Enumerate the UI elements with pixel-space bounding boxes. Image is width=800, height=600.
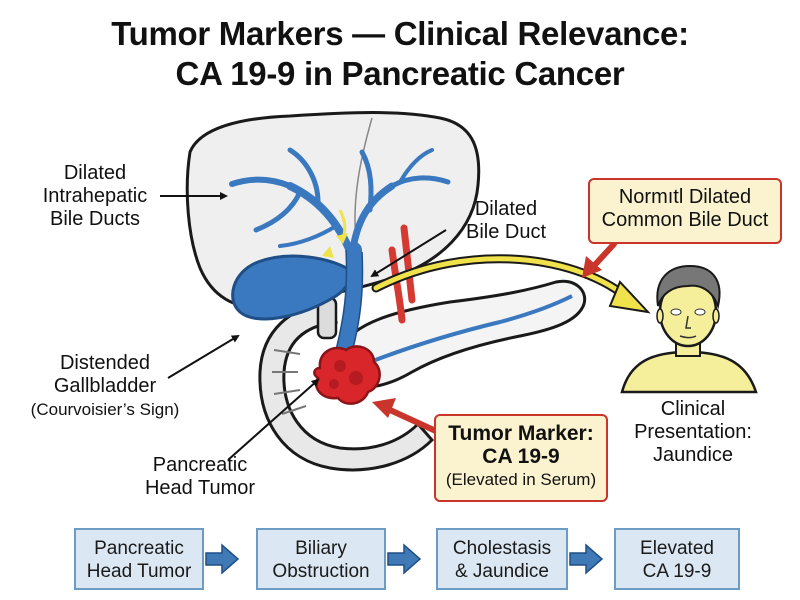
marker-title: Tumor Marker: [448, 422, 594, 445]
bile-flow-arrowhead-2 [322, 246, 334, 258]
common-bile-duct [336, 242, 363, 360]
pancreatic-head-tumor [313, 345, 381, 405]
common-bile-duct-outline [335, 249, 364, 353]
flow-arrows [205, 543, 604, 575]
flow-step-ca199: Elevated CA 19-9 [614, 528, 740, 590]
page-title: Tumor Markers — Clinical Relevance: CA 1… [0, 14, 800, 94]
callout-tumor-marker: Tumor Marker: CA 19-9 (Elevated in Serum… [434, 414, 608, 502]
bile-flow-arrowhead [336, 233, 348, 244]
label-clinical-presentation: Clinical Presentation: Jaundice [634, 398, 752, 466]
leader-gallbladder [167, 334, 240, 379]
flow-arrow-3 [569, 543, 604, 575]
title-line-2: CA 19-9 in Pancreatic Cancer [175, 55, 625, 92]
flow-arrow-2 [387, 543, 422, 575]
flow-step-jaundice: Cholestasis & Jaundice [436, 528, 568, 590]
gallbladder [231, 254, 352, 321]
marker-callout-arrow [387, 407, 441, 435]
leader-tumor [227, 378, 320, 461]
label-gallbladder: Distended Gallbladder (Courvoisier’s Sig… [20, 352, 190, 421]
leader-dilated-duct [370, 229, 447, 278]
cbd-callout-arrowhead [582, 256, 602, 278]
patient-jaundice-figure [620, 264, 758, 394]
flow-step-obstruction: Biliary Obstruction [256, 528, 386, 590]
marker-sub: (Elevated in Serum) [445, 470, 597, 489]
jaundice-arrow-fill [373, 256, 633, 303]
label-dilated-bile-duct: Dilated Bile Duct [465, 198, 547, 243]
label-intrahepatic-ducts: Dilated Intrahepatic Bile Ducts [42, 162, 148, 230]
cbd-callout-arrow [589, 241, 617, 271]
flow-arrow-1 [205, 543, 240, 575]
marker-name: CA 19-9 [482, 445, 560, 468]
title-line-1: Tumor Markers — Clinical Relevance: [111, 15, 689, 52]
hepatic-artery [388, 224, 416, 324]
callout-common-bile-duct: Normıtl Dilated Common Bile Duct [588, 178, 782, 244]
marker-callout-arrowhead [372, 398, 396, 418]
flow-step-tumor: Pancreatic Head Tumor [74, 528, 204, 590]
label-pancreatic-tumor: Pancreatic Head Tumor [144, 454, 256, 499]
pancreatic-duct [359, 294, 573, 368]
duodenum-folds [272, 349, 307, 415]
label-courvoisier: (Courvoisier’s Sign) [30, 400, 180, 419]
jaundice-arrowhead [608, 280, 651, 314]
